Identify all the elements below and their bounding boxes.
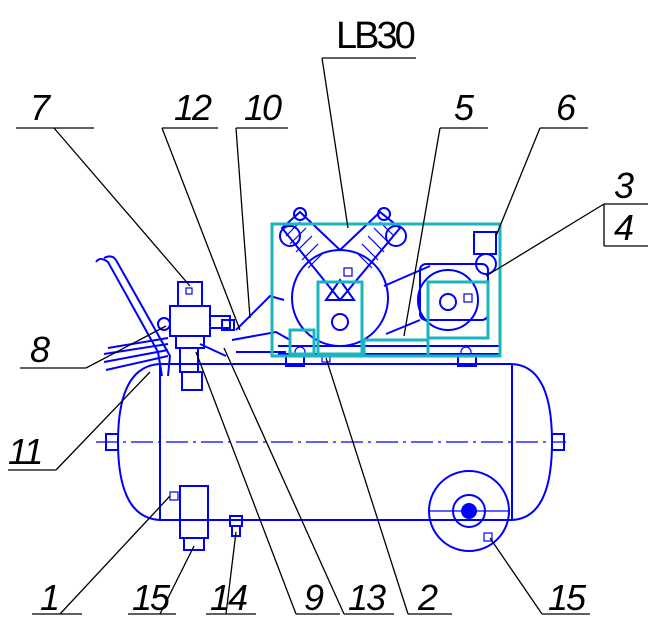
label-8: 8 [30,329,50,370]
label-1: 1 [40,577,58,618]
air-receiver-tank [96,363,566,521]
leader-lines [8,57,648,615]
label-12: 12 [174,87,212,128]
label-5: 5 [454,87,475,128]
label-15-drain: 15 [132,577,171,618]
label-15-wheel: 15 [548,577,587,618]
label-4: 4 [614,207,633,248]
label-13: 13 [348,577,386,618]
label-10: 10 [244,87,282,128]
highlight-boxes [270,222,502,358]
label-2: 2 [417,577,438,618]
pump-assembly [231,207,500,367]
label-11: 11 [8,431,41,472]
label-3: 3 [614,165,634,206]
label-9: 9 [304,577,324,618]
label-7: 7 [30,87,52,128]
handle [95,255,172,377]
wheel [428,470,510,552]
label-14: 14 [210,577,247,618]
condensate-drain-box [169,485,209,551]
model-title: LB30 [336,15,415,57]
label-6: 6 [556,87,577,128]
